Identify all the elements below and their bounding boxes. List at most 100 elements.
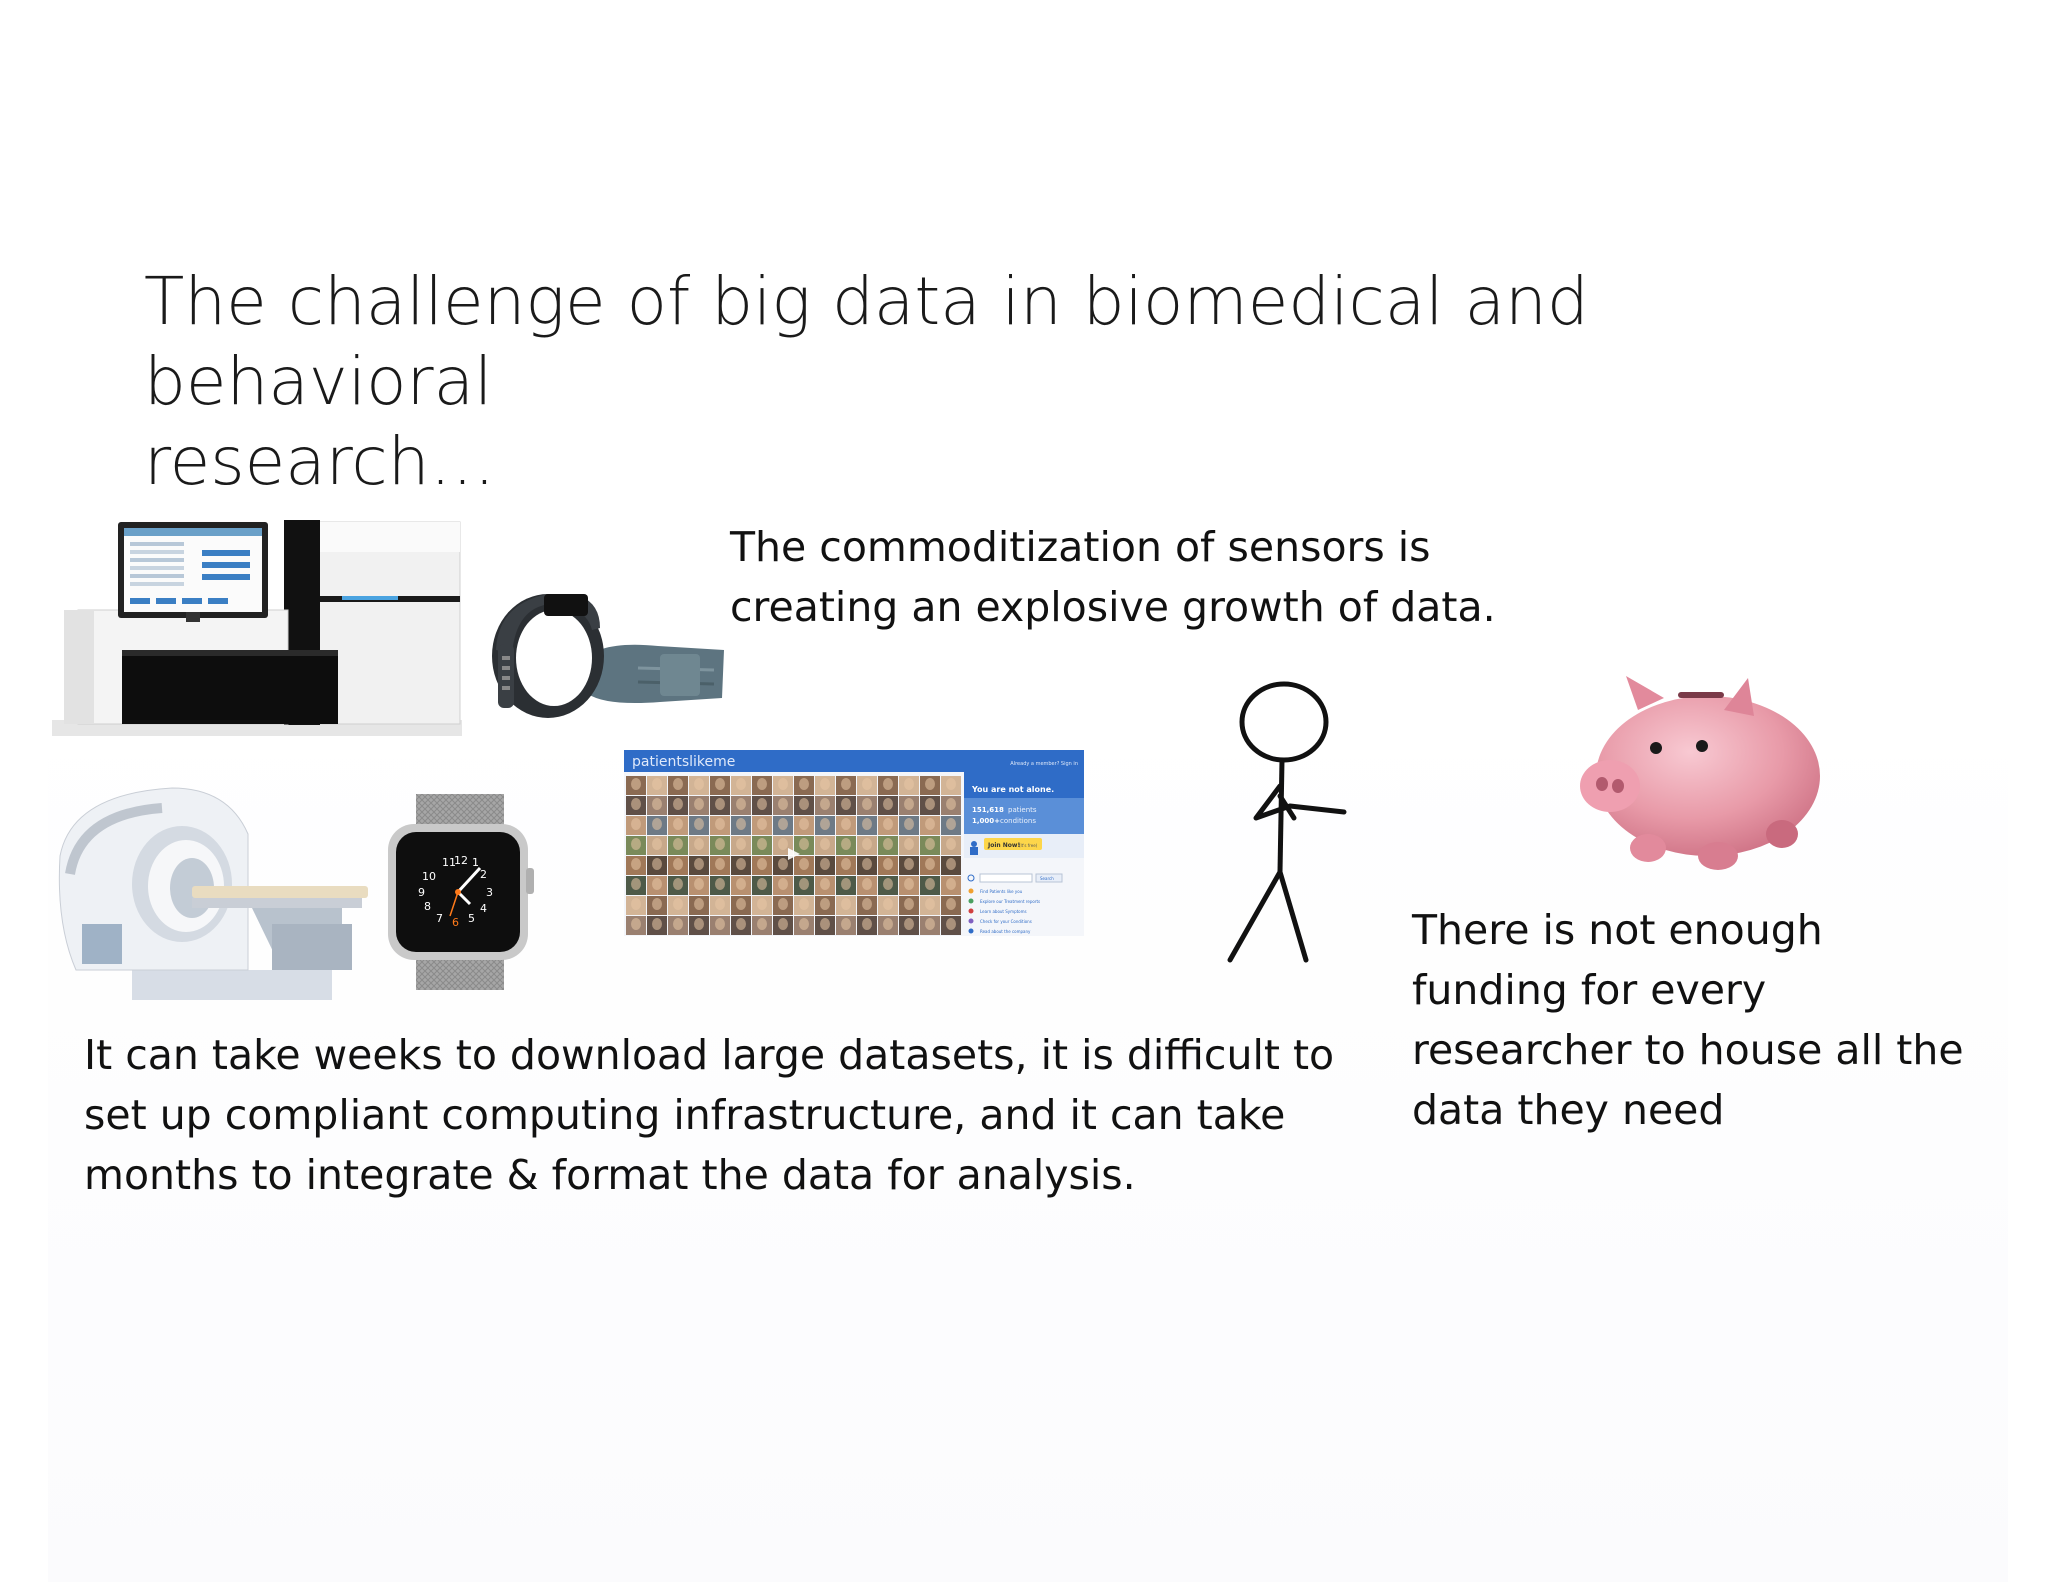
website-search-button[interactable] <box>1035 873 1063 883</box>
patient-photo-face <box>883 798 893 810</box>
website-link-4[interactable]: Check for your Conditions <box>980 919 1032 924</box>
patient-photo-face <box>925 798 935 810</box>
patient-photo-face <box>946 778 956 790</box>
watch-number-1: 1 <box>472 856 479 869</box>
stick-figure-icon <box>1220 676 1350 966</box>
patient-photo-face <box>946 838 956 850</box>
website-link-2[interactable]: Explore our Treatment reports <box>980 899 1040 904</box>
patient-photo-face <box>631 778 641 790</box>
funding-line-3: researcher to house all the <box>1412 1026 1964 1074</box>
funding-line-1: There is not enough <box>1412 906 1823 954</box>
patient-photo-face <box>841 798 851 810</box>
website-link-3[interactable]: Learn about Symptoms <box>980 909 1027 914</box>
watch-number-4: 4 <box>480 902 487 915</box>
watch-number-6: 6 <box>452 916 459 929</box>
patient-photo-face <box>883 858 893 870</box>
patient-photo-face <box>673 798 683 810</box>
patient-photo-face <box>715 818 725 830</box>
patient-photo-face <box>946 798 956 810</box>
website-tagline: You are not alone. <box>971 785 1054 794</box>
patient-photo-face <box>925 858 935 870</box>
patient-photo-face <box>862 798 872 810</box>
patient-photo-face <box>631 878 641 890</box>
patient-photo-face <box>673 838 683 850</box>
website-conditions-label: conditions <box>1000 817 1036 825</box>
piggy-bank-icon <box>1568 664 1828 878</box>
patient-photo-face <box>883 818 893 830</box>
patient-photo-face <box>694 898 704 910</box>
patient-photo-face <box>694 838 704 850</box>
patient-photo-face <box>862 878 872 890</box>
patient-photo-face <box>715 918 725 930</box>
patient-photo-face <box>673 778 683 790</box>
patient-photo-face <box>925 838 935 850</box>
patient-photo-face <box>862 898 872 910</box>
patient-photo-face <box>946 878 956 890</box>
patient-photo-face <box>694 798 704 810</box>
website-join-button[interactable] <box>984 838 1042 850</box>
patient-photo-face <box>736 778 746 790</box>
patient-photo-face <box>862 778 872 790</box>
patient-photo-face <box>715 838 725 850</box>
website-search-label: Search <box>1040 876 1054 881</box>
patient-photo-face <box>862 858 872 870</box>
patient-photo-face <box>652 798 662 810</box>
patient-photo-face <box>862 838 872 850</box>
patient-photo-face <box>652 818 662 830</box>
website-brand: patientslikeme <box>632 754 735 770</box>
watch-number-12: 12 <box>454 854 468 867</box>
patient-photo-face <box>862 918 872 930</box>
patient-photo-face <box>799 798 809 810</box>
patient-photo-face <box>736 818 746 830</box>
patient-photo-face <box>757 838 767 850</box>
patient-photo-face <box>820 898 830 910</box>
sensors-paragraph: The commoditization of sensors is creati… <box>730 517 1530 637</box>
patient-photo-face <box>715 898 725 910</box>
smartwatch-icon: 11 12 1 2 3 4 5 6 7 8 9 10 <box>386 794 534 990</box>
patient-photo-face <box>778 818 788 830</box>
download-line-1: It can take weeks to download large data… <box>84 1031 1335 1079</box>
website-link-5[interactable]: Read about the company <box>980 929 1031 934</box>
funding-line-4: data they need <box>1412 1086 1725 1134</box>
patient-photo-face <box>841 858 851 870</box>
patient-photo-face <box>904 798 914 810</box>
patient-photo-face <box>925 918 935 930</box>
patient-photo-face <box>694 778 704 790</box>
patient-photo-face <box>757 898 767 910</box>
patient-photo-face <box>946 858 956 870</box>
patient-photo-face <box>631 838 641 850</box>
patient-photo-face <box>778 838 788 850</box>
patient-photo-face <box>715 878 725 890</box>
patient-photo-face <box>757 778 767 790</box>
mri-scanner-icon <box>52 774 372 1000</box>
watch-number-2: 2 <box>480 868 487 881</box>
patient-photo-face <box>652 858 662 870</box>
patient-photo-face <box>820 818 830 830</box>
website-search-input[interactable] <box>979 873 1033 883</box>
patient-photo-face <box>946 918 956 930</box>
patient-photo-face <box>925 898 935 910</box>
patient-photo-face <box>736 838 746 850</box>
patient-photo-face <box>799 838 809 850</box>
fitness-tracker-icon <box>488 584 728 720</box>
patient-photo-face <box>820 918 830 930</box>
patient-photo-face <box>736 878 746 890</box>
website-header-link: Already a member? Sign in <box>1010 761 1078 767</box>
watch-number-3: 3 <box>486 886 493 899</box>
patient-photo-face <box>673 858 683 870</box>
download-line-3: months to integrate & format the data fo… <box>84 1151 1136 1199</box>
patient-photo-face <box>757 918 767 930</box>
website-link-1[interactable]: Find Patients like you <box>980 889 1023 894</box>
watch-number-7: 7 <box>436 912 443 925</box>
patient-photo-face <box>694 918 704 930</box>
funding-paragraph: There is not enough funding for every re… <box>1412 900 2012 1140</box>
patient-photo-face <box>883 918 893 930</box>
patient-photo-face <box>736 798 746 810</box>
patient-photo-face <box>778 778 788 790</box>
website-patients-label: patients <box>1008 806 1037 814</box>
patient-photo-face <box>820 838 830 850</box>
slide-title-line-1: The challenge of big data in biomedical … <box>144 263 1589 420</box>
patient-photo-face <box>694 878 704 890</box>
patient-photo-face <box>904 918 914 930</box>
patientslikeme-website-screenshot: patientslikeme Already a member? Sign in… <box>624 750 1084 936</box>
